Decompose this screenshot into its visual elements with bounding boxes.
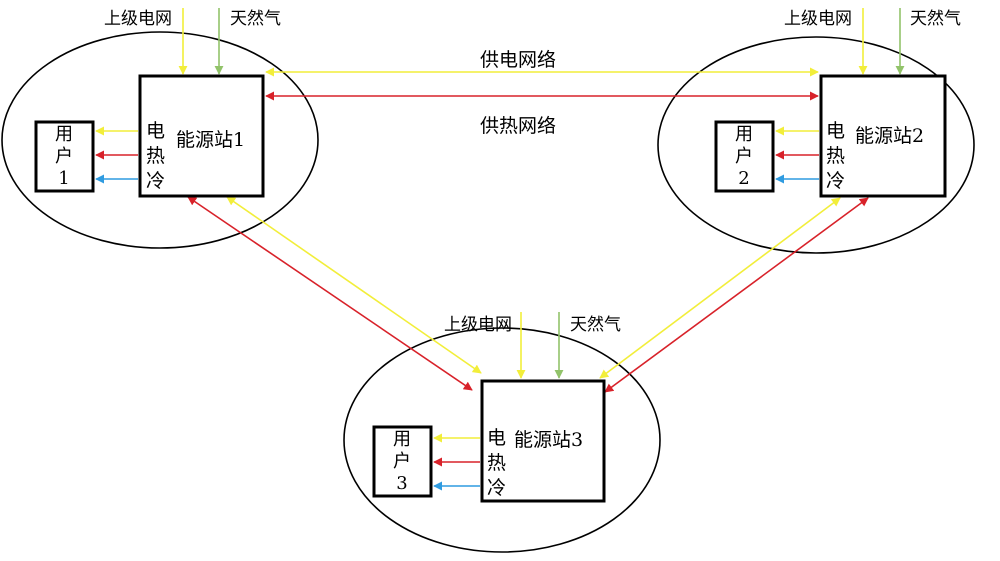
user-3-label-line-2: 户 xyxy=(393,451,411,472)
user-2-label-line-2: 户 xyxy=(735,146,753,167)
station-2-output-cold: 冷 xyxy=(826,170,845,192)
grid-label-3: 上级电网 xyxy=(444,315,512,335)
user-1-label-line-3: 1 xyxy=(58,168,69,189)
station-1: 上级电网 天然气 能源站1 电 热 冷 用 户 1 xyxy=(34,8,281,198)
user-1-box xyxy=(34,120,95,193)
station-1-output-cold: 冷 xyxy=(146,170,165,192)
energy-station-2-box xyxy=(819,74,947,198)
user-3-label-line-1: 用 xyxy=(393,429,411,450)
user-1-label-line-1: 用 xyxy=(55,124,73,145)
gas-label-2: 天然气 xyxy=(910,9,961,29)
station-3: 上级电网 天然气 能源站3 电 热 冷 用 户 3 xyxy=(372,312,621,503)
grid-label-2: 上级电网 xyxy=(784,9,852,29)
grid-label-1: 上级电网 xyxy=(104,9,172,29)
power-link-1-3 xyxy=(226,196,482,374)
power-network-label: 供电网络 xyxy=(480,49,556,71)
station-2-output-heat: 热 xyxy=(826,145,845,167)
station-3-region xyxy=(343,327,661,553)
user-2-box xyxy=(714,120,775,193)
heat-network xyxy=(187,91,869,393)
user-1-label-line-2: 户 xyxy=(55,146,73,167)
heat-link-2-3 xyxy=(604,197,869,393)
heat-link-1-3 xyxy=(187,196,473,391)
station-3-output-heat: 热 xyxy=(487,452,506,474)
station-1-output-heat: 热 xyxy=(146,145,165,167)
energy-station-1-name: 能源站1 xyxy=(176,129,245,151)
energy-station-1-box xyxy=(138,74,265,198)
user-3-label-line-3: 3 xyxy=(396,473,407,494)
user-2-label-line-1: 用 xyxy=(735,124,753,145)
heat-network-label: 供热网络 xyxy=(480,115,556,137)
energy-station-3-box xyxy=(480,379,606,503)
energy-station-2-name: 能源站2 xyxy=(855,125,924,147)
station-1-output-electric: 电 xyxy=(146,120,165,142)
station-1-region xyxy=(1,31,319,249)
gas-label-1: 天然气 xyxy=(230,9,281,29)
station-3-output-cold: 冷 xyxy=(487,477,506,499)
user-3-box xyxy=(372,425,433,498)
station-3-output-electric: 电 xyxy=(487,427,506,449)
power-link-2-3 xyxy=(599,197,841,379)
station-2-output-electric: 电 xyxy=(826,120,845,142)
station-2: 上级电网 天然气 能源站2 电 热 冷 用 户 2 xyxy=(714,8,961,198)
gas-label-3: 天然气 xyxy=(570,315,621,335)
user-2-label-line-3: 2 xyxy=(738,168,749,189)
energy-station-3-name: 能源站3 xyxy=(514,429,583,451)
